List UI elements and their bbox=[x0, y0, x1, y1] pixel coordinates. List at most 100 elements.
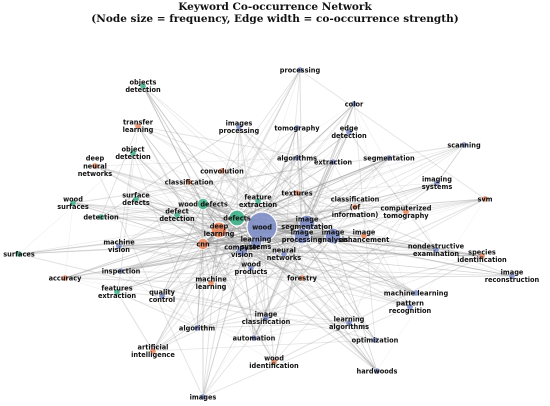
edge-classification_info-transfer_learning bbox=[137, 125, 356, 208]
node-scanning[interactable] bbox=[460, 141, 468, 149]
edge-defects-detection bbox=[100, 216, 238, 219]
node-tomography[interactable] bbox=[293, 124, 301, 132]
node-edge-detection[interactable] bbox=[345, 128, 353, 136]
edge-forestry-computer_vision bbox=[241, 250, 303, 279]
edge-imaging_systems-wood bbox=[261, 182, 438, 228]
node-objects-detection[interactable] bbox=[139, 82, 147, 90]
node-defects[interactable] bbox=[228, 209, 246, 227]
edge-automation-defects bbox=[236, 217, 255, 339]
node-extraction[interactable] bbox=[329, 158, 337, 166]
node-neural-networks[interactable] bbox=[280, 250, 288, 258]
edge-deep_learning-segmentation bbox=[218, 157, 390, 231]
node-images-processing[interactable] bbox=[235, 123, 243, 131]
edge-computer_vision-automation bbox=[241, 250, 255, 339]
label-detection: detection bbox=[83, 213, 119, 221]
node-segmentation[interactable] bbox=[385, 154, 393, 162]
node-convolution[interactable] bbox=[218, 167, 226, 175]
node-wood[interactable] bbox=[246, 211, 278, 243]
edge-extraction-image_segmentation bbox=[306, 161, 334, 224]
node-quality-control[interactable] bbox=[158, 292, 166, 300]
edge-edge_detection-surface_defects bbox=[135, 131, 350, 200]
node-features-extraction[interactable] bbox=[113, 288, 121, 296]
node-image-reconstruction[interactable] bbox=[508, 272, 516, 280]
node-forestry[interactable] bbox=[298, 274, 306, 282]
node-optimization[interactable] bbox=[371, 336, 379, 344]
node-wood-surfaces[interactable] bbox=[69, 199, 77, 207]
node-defect-detection[interactable] bbox=[173, 211, 181, 219]
node-imaging-systems[interactable] bbox=[433, 179, 441, 187]
label-tomography: tomography bbox=[274, 124, 320, 132]
edge-quality_control-image_processing bbox=[161, 235, 303, 297]
edge-learning_systems-learning_algorithms bbox=[255, 242, 350, 324]
node-detection[interactable] bbox=[97, 213, 105, 221]
node-image-classification[interactable] bbox=[262, 314, 270, 322]
node-color[interactable] bbox=[350, 100, 358, 108]
node-object-detection[interactable] bbox=[129, 149, 137, 157]
edge-inspection-scanning bbox=[120, 144, 465, 272]
node-species-identification[interactable] bbox=[478, 252, 486, 260]
node-machine-learning-2[interactable] bbox=[412, 289, 420, 297]
edge-wood_products-object_detection bbox=[132, 152, 252, 269]
edge-defect_detection-wood_surfaces bbox=[72, 202, 178, 216]
edge-detection-cnn bbox=[100, 216, 204, 245]
edge-tomography-image_segmentation bbox=[296, 127, 308, 224]
edge-defects-species_identification bbox=[236, 217, 483, 257]
node-wood-defects[interactable] bbox=[197, 198, 209, 210]
node-surface-defects[interactable] bbox=[132, 195, 140, 203]
node-hardwoods[interactable] bbox=[373, 367, 381, 375]
node-machine-vision[interactable] bbox=[115, 242, 123, 250]
node-transfer-learning[interactable] bbox=[134, 122, 142, 130]
edge-image_analysis-wood_surfaces bbox=[72, 202, 334, 237]
edge-classification-image_segmentation bbox=[188, 181, 308, 224]
node-algorithms[interactable] bbox=[293, 154, 301, 162]
node-svm[interactable] bbox=[481, 195, 489, 203]
node-artificial-intelligence[interactable] bbox=[149, 347, 157, 355]
edge-processing-artificial_intelligence bbox=[152, 69, 301, 352]
node-inspection[interactable] bbox=[117, 267, 125, 275]
edge-wood_surfaces-deep_learning bbox=[72, 202, 220, 231]
edge-machine_learning_2-image_processing bbox=[301, 235, 417, 294]
edge-neural_networks-computer_vision bbox=[241, 250, 285, 255]
node-processing[interactable] bbox=[296, 66, 304, 74]
edge-images_processing-wood_products bbox=[238, 126, 252, 269]
node-images[interactable] bbox=[199, 393, 207, 401]
node-learning-algorithms[interactable] bbox=[345, 319, 353, 327]
node-computer-vision[interactable] bbox=[236, 245, 248, 257]
node-pattern-recognition[interactable] bbox=[406, 303, 414, 311]
node-automation[interactable] bbox=[250, 334, 258, 342]
node-learning-systems[interactable] bbox=[250, 237, 262, 249]
edge-nondestructive_examination-image_processing bbox=[301, 235, 437, 251]
node-cnn[interactable] bbox=[197, 238, 209, 250]
node-accuracy[interactable] bbox=[61, 274, 69, 282]
edge-species_identification-defects bbox=[236, 217, 483, 257]
label-cnn: cnn bbox=[196, 240, 210, 248]
edge-processing-quality_control bbox=[161, 69, 301, 297]
edge-image_processing-wood_identification bbox=[273, 235, 303, 363]
node-image-processing[interactable] bbox=[293, 227, 311, 245]
node-machine-learning[interactable] bbox=[207, 279, 215, 287]
edge-learning_systems-wood_defects bbox=[202, 203, 257, 244]
node-deep-learning[interactable] bbox=[210, 221, 228, 239]
edge-image_analysis-hardwoods bbox=[332, 235, 378, 372]
node-algorithm[interactable] bbox=[193, 324, 201, 332]
edge-classification_info-wood_defects bbox=[202, 203, 356, 208]
node-surfaces[interactable] bbox=[15, 250, 23, 258]
node-computerized-tomography[interactable] bbox=[402, 208, 410, 216]
node-classification-info[interactable] bbox=[351, 203, 359, 211]
edge-scanning-image_analysis bbox=[332, 144, 465, 237]
edge-feature_extraction-convolution bbox=[221, 170, 259, 202]
node-wood-identification[interactable] bbox=[270, 358, 278, 366]
node-textures[interactable] bbox=[293, 189, 301, 197]
edge-optimization-artificial_intelligence bbox=[152, 339, 376, 352]
node-image-enhancement[interactable] bbox=[360, 232, 368, 240]
node-deep-neural-networks[interactable] bbox=[91, 162, 99, 170]
edge-nondestructive_examination-image_segmentation bbox=[306, 222, 437, 251]
node-wood-products[interactable] bbox=[247, 264, 255, 272]
node-nondestructive-examination[interactable] bbox=[432, 246, 440, 254]
node-classification[interactable] bbox=[185, 178, 193, 186]
node-image-analysis[interactable] bbox=[324, 227, 342, 245]
label-forestry: forestry bbox=[287, 274, 317, 282]
node-feature-extraction[interactable] bbox=[254, 197, 262, 205]
